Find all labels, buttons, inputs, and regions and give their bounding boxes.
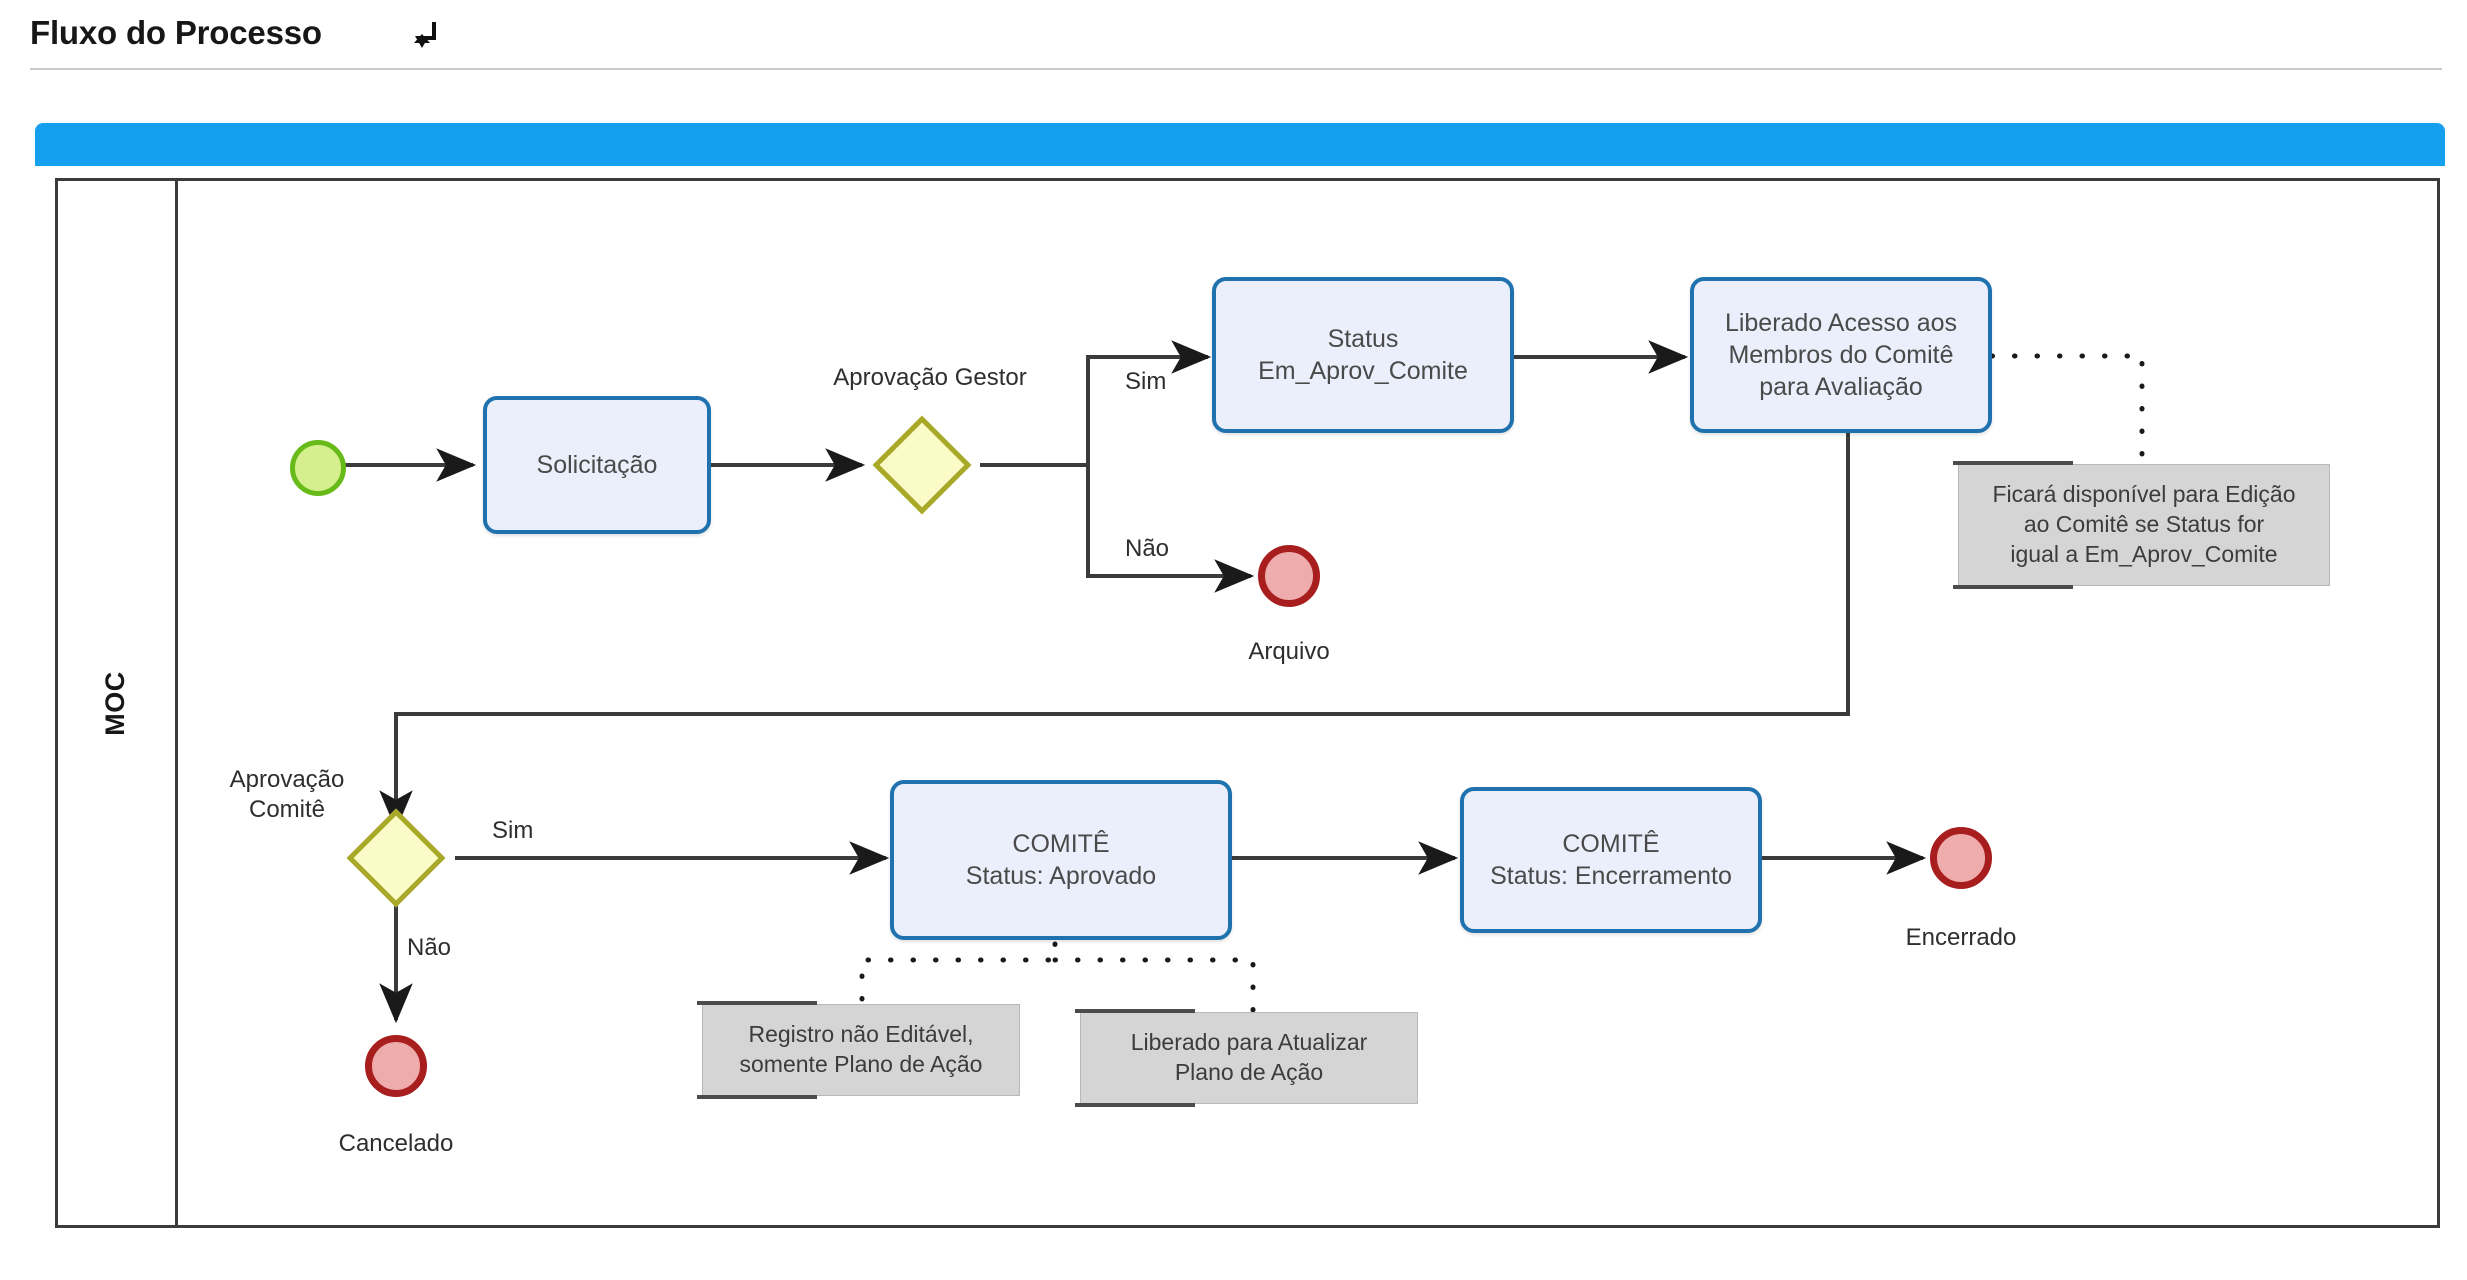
task-solicitacao-label: Solicitação <box>536 451 658 479</box>
lane-label-text: MOC <box>99 670 130 736</box>
end-event-encerrado-label: Encerrado <box>1905 924 2017 951</box>
task-liberado-line3: para Avaliação <box>1759 373 1923 401</box>
edge-label-gestor-nao: Não <box>1125 535 1170 562</box>
gw-comite-line2: Comitê <box>248 796 326 823</box>
end-event-arquivo-label: Arquivo <box>1248 638 1330 665</box>
page-header: Fluxo do Processo <box>0 0 2467 75</box>
task-encerramento-line1: COMITÊ <box>1562 830 1660 858</box>
lane-divider <box>175 178 178 1228</box>
task-solicitacao[interactable]: Solicitação <box>483 396 711 534</box>
task-comite-aprovado[interactable]: COMITÊ Status: Aprovado <box>890 780 1232 940</box>
gateway-aprovacao-comite-label: Aprovação Comitê <box>212 765 362 825</box>
note-liberado-line2: Plano de Ação <box>1174 1059 1324 1085</box>
task-comite-encerramento[interactable]: COMITÊ Status: Encerramento <box>1460 787 1762 933</box>
end-event-arquivo[interactable] <box>1258 545 1320 607</box>
edge-label-comite-nao: Não <box>407 934 452 961</box>
start-event[interactable] <box>290 440 346 496</box>
task-status-em-aprov-comite[interactable]: Status Em_Aprov_Comite <box>1212 277 1514 433</box>
task-aprovado-line1: COMITÊ <box>1012 830 1110 858</box>
header-divider <box>30 68 2442 70</box>
end-event-encerrado[interactable] <box>1930 827 1992 889</box>
gateway-aprovacao-gestor-label: Aprovação Gestor <box>833 364 1027 391</box>
annotation-registro-nao-editavel: Registro não Editável, somente Plano de … <box>697 1001 1020 1099</box>
lane-label-moc: MOC <box>55 178 175 1228</box>
task-encerramento-line2: Status: Encerramento <box>1490 862 1732 890</box>
task-aprovado-line2: Status: Aprovado <box>965 862 1157 890</box>
task-status-line2: Em_Aprov_Comite <box>1258 357 1468 385</box>
page-title: Fluxo do Processo <box>30 14 322 51</box>
note-liberado-line1: Liberado para Atualizar <box>1130 1029 1368 1056</box>
task-liberado-acesso[interactable]: Liberado Acesso aos Membros do Comitê pa… <box>1690 277 1992 433</box>
note-edicao-line3: igual a Em_Aprov_Comite <box>2010 540 2278 567</box>
note-registro-line2: somente Plano de Ação <box>739 1051 983 1077</box>
note-registro-line1: Registro não Editável, <box>748 1021 974 1048</box>
note-edicao-line2: ao Comitê se Status for <box>2023 511 2265 538</box>
gw-comite-line1: Aprovação <box>229 766 345 793</box>
edge-label-gestor-sim: Sim <box>1125 368 1167 395</box>
annotation-liberado-atualizar: Liberado para Atualizar Plano de Ação <box>1075 1009 1418 1107</box>
pool-header-bar <box>35 123 2445 166</box>
task-status-line1: Status <box>1327 325 1399 353</box>
end-event-cancelado[interactable] <box>365 1035 427 1097</box>
note-edicao-line1: Ficará disponível para Edição <box>1992 481 2296 508</box>
task-liberado-line1: Liberado Acesso aos <box>1724 309 1958 337</box>
task-liberado-line2: Membros do Comitê <box>1728 341 1954 369</box>
arrow-turn-down-icon[interactable] <box>412 20 438 54</box>
annotation-ficara-disponivel: Ficará disponível para Edição ao Comitê … <box>1953 461 2330 589</box>
edge-label-comite-sim: Sim <box>492 817 534 844</box>
end-event-cancelado-label: Cancelado <box>338 1130 454 1157</box>
